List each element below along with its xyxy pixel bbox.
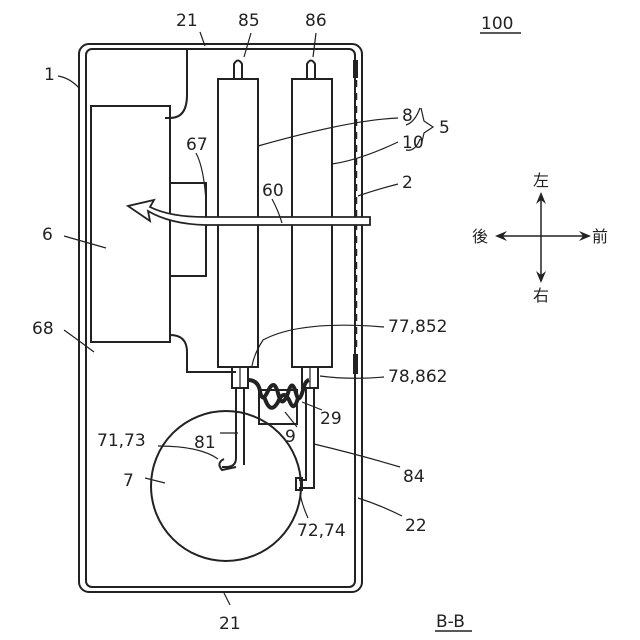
compass-right-label: 右 [533, 286, 549, 305]
partition-wall [165, 49, 236, 372]
pin-86 [307, 61, 315, 80]
label-71-73: 71,73 [97, 431, 146, 451]
pin-85 [234, 61, 242, 80]
label-8: 8 [402, 106, 413, 126]
housing-outline [79, 44, 362, 592]
label-81: 81 [194, 433, 216, 453]
label-21-top: 21 [176, 11, 198, 31]
lead-84 [299, 388, 314, 488]
label-5: 5 [439, 118, 450, 138]
lead-81 [222, 388, 244, 467]
direction-compass [495, 192, 591, 283]
figure-number: 100 [481, 14, 513, 34]
section-label: B-B [436, 612, 465, 632]
cover-upper-tab [353, 60, 358, 78]
label-7: 7 [123, 471, 134, 491]
label-1: 1 [44, 65, 55, 85]
airflow-arrow-60 [128, 200, 370, 225]
leader-lines [58, 32, 433, 605]
component-67-block [170, 183, 206, 276]
label-85: 85 [238, 11, 260, 31]
label-77-852: 77,852 [388, 317, 447, 337]
label-86: 86 [305, 11, 327, 31]
label-21-bottom: 21 [219, 614, 241, 634]
label-84: 84 [403, 467, 425, 487]
compass-left-label: 左 [533, 171, 549, 190]
label-6: 6 [42, 225, 53, 245]
compass-front-label: 前 [592, 227, 608, 246]
cover-lower-tab [353, 354, 358, 374]
label-10: 10 [402, 133, 424, 153]
label-22: 22 [405, 516, 427, 536]
label-29: 29 [320, 409, 342, 429]
label-9: 9 [285, 427, 296, 447]
component-6-box [91, 106, 170, 342]
label-67: 67 [186, 135, 208, 155]
label-78-862: 78,862 [388, 367, 447, 387]
label-2: 2 [402, 173, 413, 193]
compass-back-label: 後 [472, 227, 488, 246]
label-72-74: 72,74 [297, 521, 346, 541]
housing-inner-outline [86, 49, 355, 587]
label-68: 68 [32, 319, 54, 339]
label-60: 60 [262, 181, 284, 201]
